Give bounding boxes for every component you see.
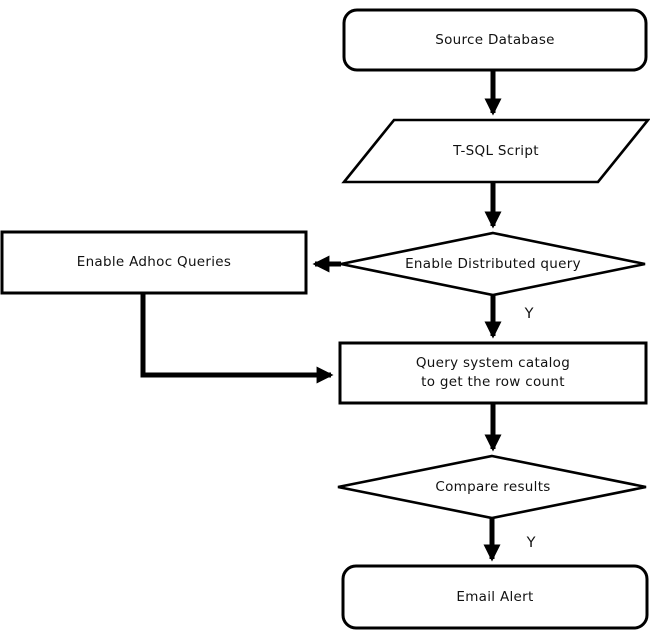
node-compare-results xyxy=(337,454,647,520)
node-tsql-script xyxy=(341,118,650,184)
node-email-alert xyxy=(341,564,649,630)
node-enable-adhoc-queries xyxy=(0,230,308,295)
node-query-system-catalog xyxy=(338,341,648,405)
node-enable-distributed-query xyxy=(340,231,646,297)
edge-adhoc-to-query-catalog xyxy=(140,293,334,384)
node-source-database xyxy=(342,8,648,72)
